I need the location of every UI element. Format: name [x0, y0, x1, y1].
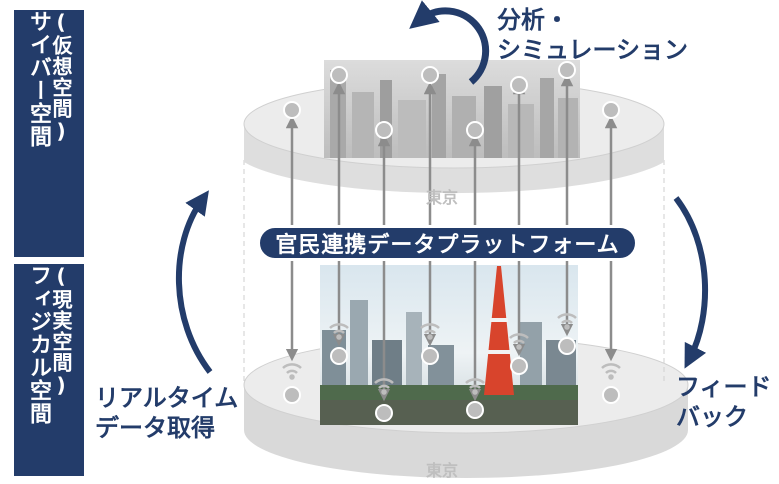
- physical-space-title: フィジカル空間: [26, 264, 52, 425]
- physical-space-subtitle: (現実空間): [49, 264, 74, 398]
- bottom-disk-city-label: 東京: [426, 461, 459, 480]
- feedback-line1: フィード: [676, 373, 772, 401]
- analysis-label: 分析・ シミュレーション: [497, 5, 707, 65]
- wifi-icon: [329, 323, 349, 340]
- cyber-city-image: [324, 60, 580, 158]
- cyber-space-band: サイバー空間 (仮想空間): [14, 10, 84, 257]
- realtime-line2: データ取得: [95, 414, 215, 442]
- cyber-space-subtitle: (仮想空間): [49, 10, 74, 144]
- wifi-icon: [465, 378, 485, 395]
- analysis-line2: シミュレーション: [497, 36, 689, 64]
- wifi-icon: [601, 363, 621, 380]
- analysis-line1: 分析・: [497, 6, 569, 34]
- realtime-line1: リアルタイム: [95, 384, 239, 412]
- top-disk-city-label: 東京: [426, 188, 459, 207]
- wifi-icons: [282, 313, 621, 395]
- guide-lines: [243, 160, 665, 385]
- wifi-icon: [557, 313, 577, 330]
- tokyo-tower: [484, 266, 514, 395]
- feedback-line2: バック: [676, 403, 748, 431]
- analysis-cycle-arrow: [409, 0, 490, 85]
- platform-banner: 官民連携データプラットフォーム: [257, 225, 638, 261]
- data-arrows: [285, 73, 618, 402]
- wifi-icon: [374, 378, 394, 395]
- realtime-arrow: [176, 190, 213, 374]
- cyber-space-title: サイバー空間: [26, 10, 52, 148]
- sensor-nodes: [283, 337, 620, 422]
- feedback-label: フィード バック: [676, 372, 776, 432]
- feedback-arrow: [673, 196, 709, 369]
- wifi-icon: [420, 323, 440, 340]
- physical-space-band: フィジカル空間 (現実空間): [14, 264, 84, 476]
- cyber-nodes: [283, 61, 620, 139]
- physical-city-image: [320, 265, 578, 425]
- realtime-label: リアルタイム データ取得: [95, 383, 255, 443]
- wifi-icon: [509, 333, 529, 350]
- wifi-icon: [282, 363, 302, 380]
